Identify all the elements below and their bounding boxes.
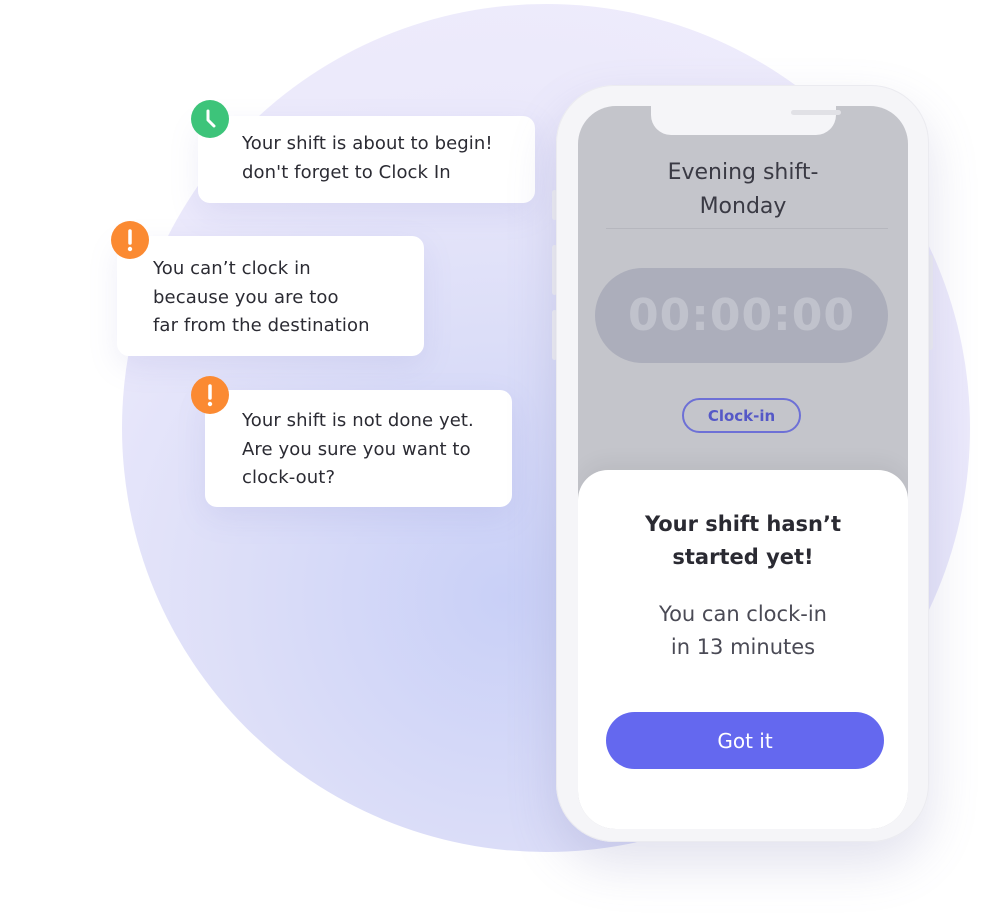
shift-timer: 00:00:00 [595,268,888,363]
exclamation-icon [191,376,229,414]
clock-in-button[interactable]: Clock-in [682,398,801,433]
notification-text: You can’t clock in because you are too f… [153,258,370,336]
sheet-subtitle: You can clock-in in 13 minutes [659,602,827,659]
notification-location-error: You can’t clock in because you are too f… [117,236,424,356]
phone-side-button [552,245,557,295]
shift-not-started-sheet: Your shift hasn’t started yet! You can c… [578,470,908,829]
exclamation-icon [111,221,149,259]
got-it-button[interactable]: Got it [606,712,884,769]
sheet-title: Your shift hasn’t started yet! [644,512,842,569]
phone-side-button [928,255,933,350]
shift-title: Evening shift- Monday [667,160,819,219]
clock-icon [191,100,229,138]
notification-text: Your shift is about to begin! don't forg… [242,133,493,183]
phone-side-button [552,310,557,360]
notification-shift-reminder: Your shift is about to begin! don't forg… [198,116,535,203]
notification-text: Your shift is not done yet. Are you sure… [242,410,474,488]
divider [606,228,888,229]
phone-side-button [552,190,557,220]
phone-screen: Evening shift- Monday 00:00:00 Clock-in … [578,106,908,829]
phone-notch [651,106,841,135]
notification-clock-out-confirm: Your shift is not done yet. Are you sure… [205,390,512,507]
phone-speaker [791,110,841,115]
